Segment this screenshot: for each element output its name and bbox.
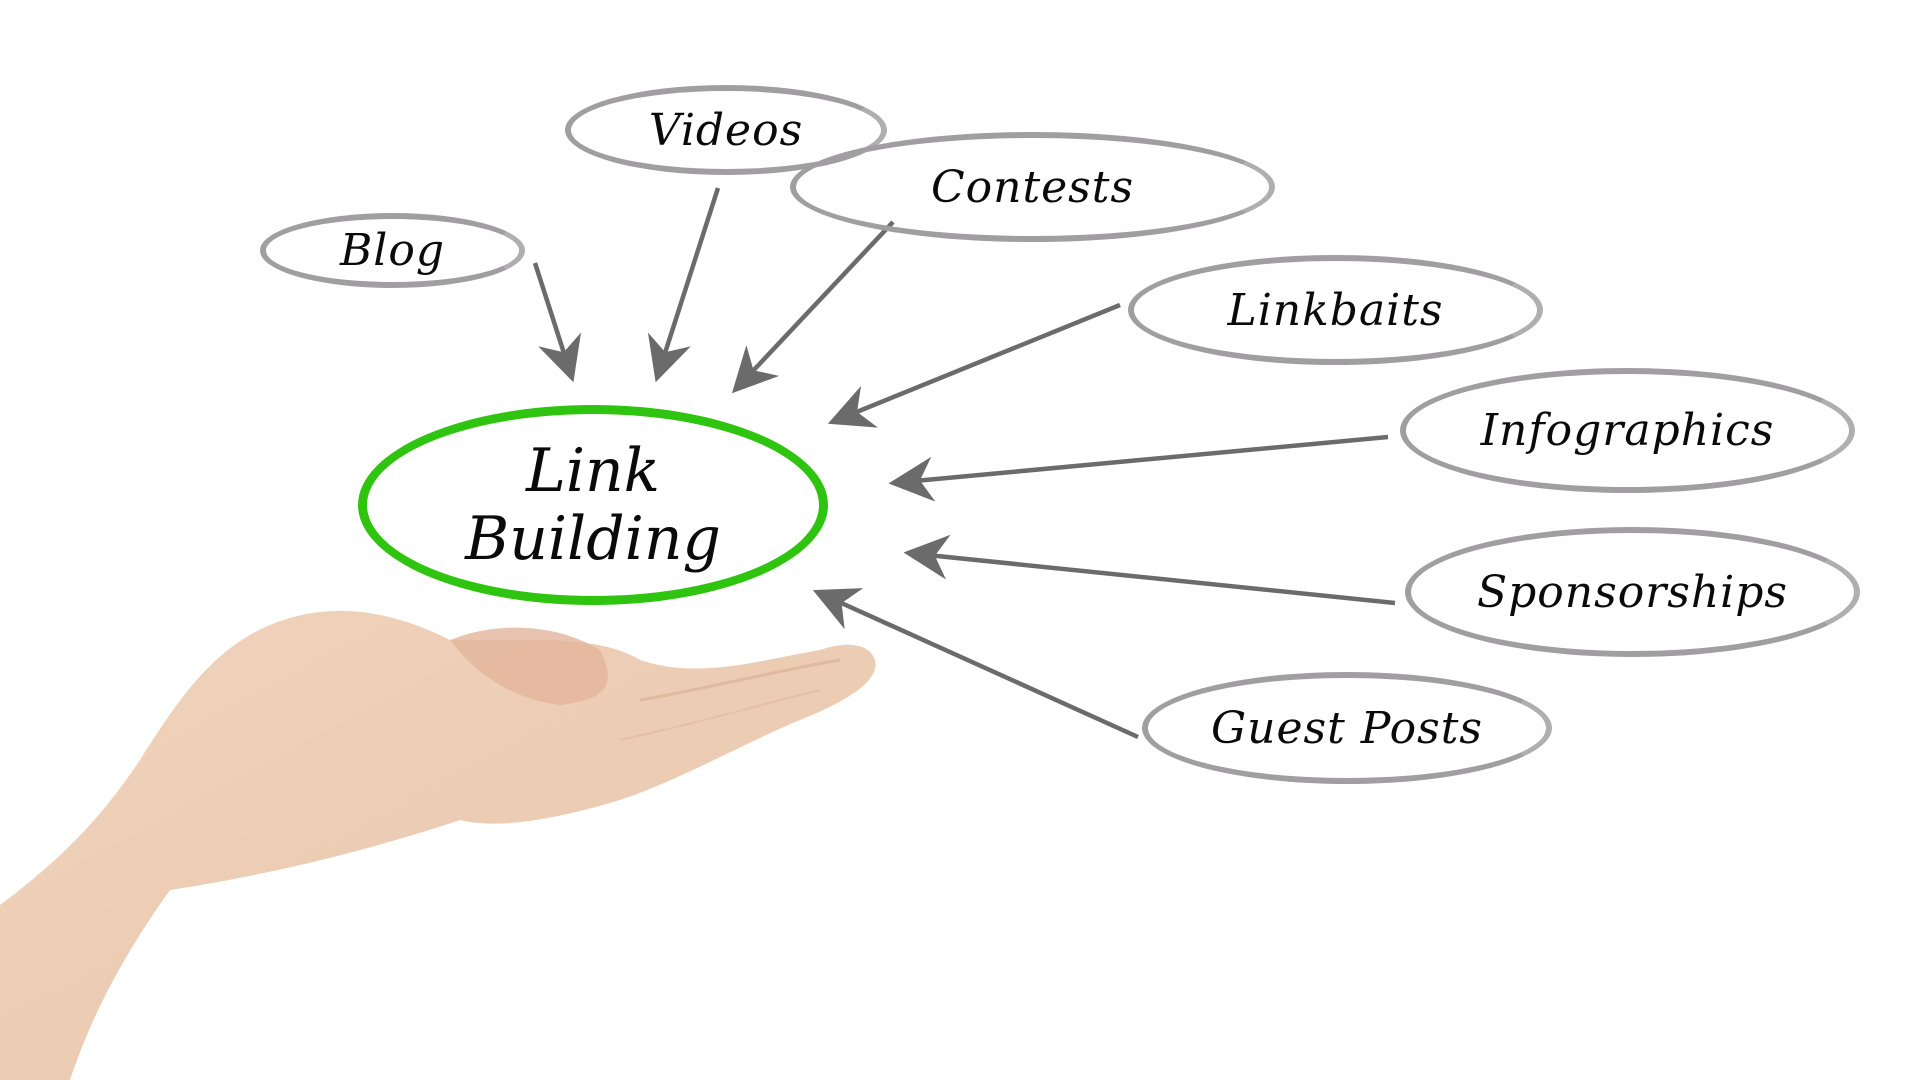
node-infographics: Infographics: [1400, 368, 1855, 493]
arrow-blog: [532, 262, 582, 383]
node-ring: [790, 132, 1275, 242]
node-ring: [1405, 527, 1860, 657]
node-sponsorships: Sponsorships: [1405, 527, 1860, 657]
center-label-line2: Building: [465, 504, 721, 574]
node-linkbaits: Linkbaits: [1128, 255, 1543, 365]
node-label-infographics: Infographics: [1480, 405, 1775, 456]
arrow-linkbaits: [827, 302, 1121, 428]
node-ring: [260, 213, 525, 288]
node-label-sponsorships: Sponsorships: [1477, 566, 1788, 618]
node-label-videos: Videos: [648, 104, 804, 156]
node-ring: [565, 85, 887, 175]
arrow-infographics: [888, 434, 1389, 502]
node-guest-posts: Guest Posts: [1142, 672, 1552, 784]
node-label-guest-posts: Guest Posts: [1211, 702, 1483, 754]
center-node-link-building: Link Building: [358, 405, 828, 605]
node-label-blog: Blog: [339, 225, 446, 276]
arrow-sponsorships: [903, 534, 1396, 606]
node-label-linkbaits: Linkbaits: [1227, 284, 1444, 336]
node-contests: Contests: [790, 132, 1275, 242]
node-label-contests: Contests: [930, 161, 1135, 213]
arrow-contests: [731, 220, 895, 394]
arrow-videos: [647, 187, 721, 383]
node-ring: [1142, 672, 1552, 784]
arrow-guest-posts: [812, 588, 1139, 740]
node-ring: [1128, 255, 1543, 365]
node-blog: Blog: [260, 213, 525, 288]
node-ring: [1400, 368, 1855, 493]
center-ring: [358, 405, 828, 605]
center-label-line1: Link: [525, 436, 661, 506]
node-videos: Videos: [565, 85, 887, 175]
center-label: Link Building: [465, 437, 721, 573]
